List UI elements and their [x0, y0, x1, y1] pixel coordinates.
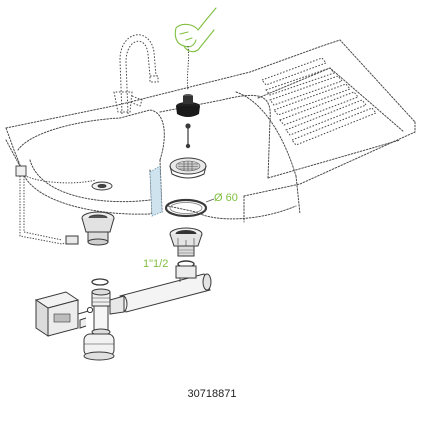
stopper-pin: [185, 123, 191, 149]
left-overflow-cap: [15, 165, 113, 191]
left-strainer: [65, 211, 115, 246]
thread-size-label: 1"1/2: [143, 258, 169, 270]
overflow-box: [34, 291, 94, 337]
strainer-basket: [169, 157, 207, 179]
waste-outlet: [169, 227, 203, 257]
faucet: [113, 34, 159, 115]
part-number: 30718871: [187, 388, 237, 400]
drainer-ribs: [261, 57, 377, 146]
sealing-ring: [164, 198, 208, 218]
diameter-leader: [205, 198, 215, 203]
diameter-label: Ø 60: [214, 192, 238, 204]
siphon-trap: [79, 278, 125, 361]
stopper-plug: [176, 94, 200, 117]
waste-pipe: [118, 265, 212, 313]
bead-chain: [186, 45, 190, 91]
hand-icon: [174, 7, 217, 53]
overflow-channel: [149, 165, 163, 217]
sink-outline: [5, 39, 416, 223]
